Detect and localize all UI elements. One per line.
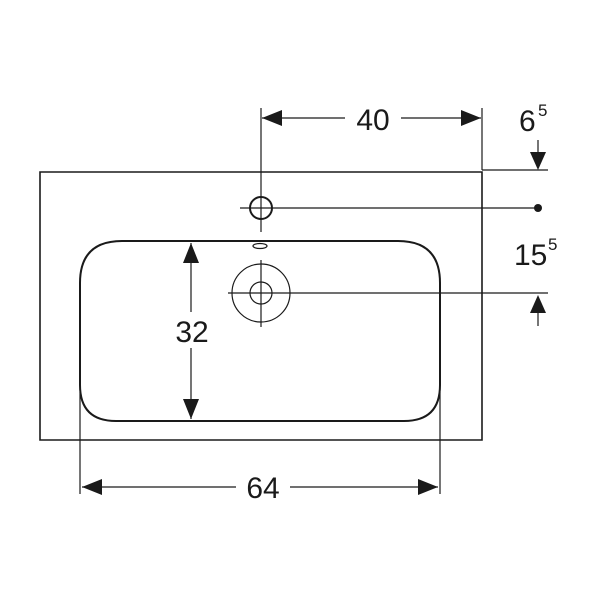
dimension-32-label: 32 (175, 316, 208, 349)
tap-center-dot (534, 204, 542, 212)
dimension-64: 64 (79, 392, 441, 505)
dimension-15-5-sup: 5 (548, 235, 557, 254)
dimension-6-5: 6 5 (519, 101, 547, 170)
bowl-outline (79, 240, 441, 422)
dimension-6-5-sup: 5 (538, 101, 547, 120)
dimension-40-label: 40 (356, 104, 389, 137)
dimension-32: 32 (170, 243, 216, 419)
tap-hole (240, 108, 282, 232)
dimension-15-5: 15 5 (514, 235, 557, 326)
dimension-64-label: 64 (246, 472, 279, 505)
overflow-slot (252, 242, 268, 250)
dimension-15-5-main: 15 (514, 239, 547, 272)
drain (228, 260, 294, 327)
basin-outline (39, 171, 483, 441)
dimension-6-5-main: 6 (519, 105, 536, 138)
dimension-40: 40 (262, 100, 481, 137)
